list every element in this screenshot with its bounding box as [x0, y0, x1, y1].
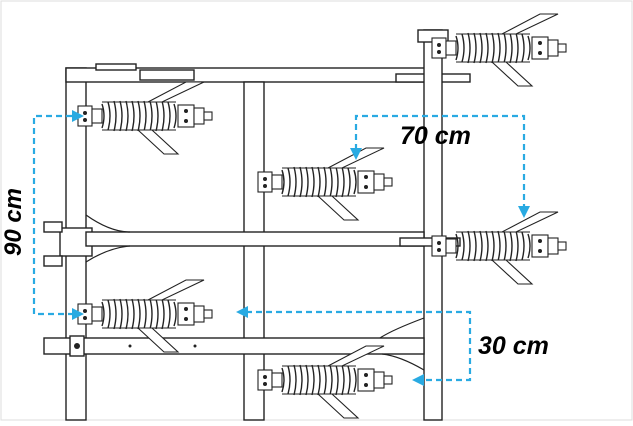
right-frame-rail [423, 29, 443, 421]
left-pin-lower [43, 255, 63, 267]
row-offset-label: 30 cm [478, 332, 549, 360]
middle-right-tine [431, 211, 567, 285]
front-spacing-arrow-left [350, 148, 362, 160]
front-spacing-arrow-right [518, 206, 530, 218]
depth-arrow-top [72, 110, 84, 122]
row-offset-dimension-line [246, 310, 472, 382]
depth-label: 90 cm [0, 187, 28, 257]
depth-arrow-bottom [72, 308, 84, 320]
depth-dimension-line [32, 114, 72, 316]
lower-beam [43, 337, 425, 355]
top-beam-plate [139, 69, 195, 81]
row-offset-arrow-top [236, 306, 248, 318]
front-spacing-label: 70 cm [400, 122, 471, 150]
left-pin-upper [43, 221, 63, 233]
cross-beam-extension [399, 237, 461, 247]
middle-frame-rail [243, 81, 265, 421]
upper-left-tine [77, 81, 213, 155]
bottom-center-tine [257, 345, 393, 419]
center-tine [257, 147, 393, 221]
cross-beam [85, 231, 425, 247]
row-offset-arrow-bottom [412, 374, 424, 386]
top-beam-clamp-left [95, 63, 137, 71]
